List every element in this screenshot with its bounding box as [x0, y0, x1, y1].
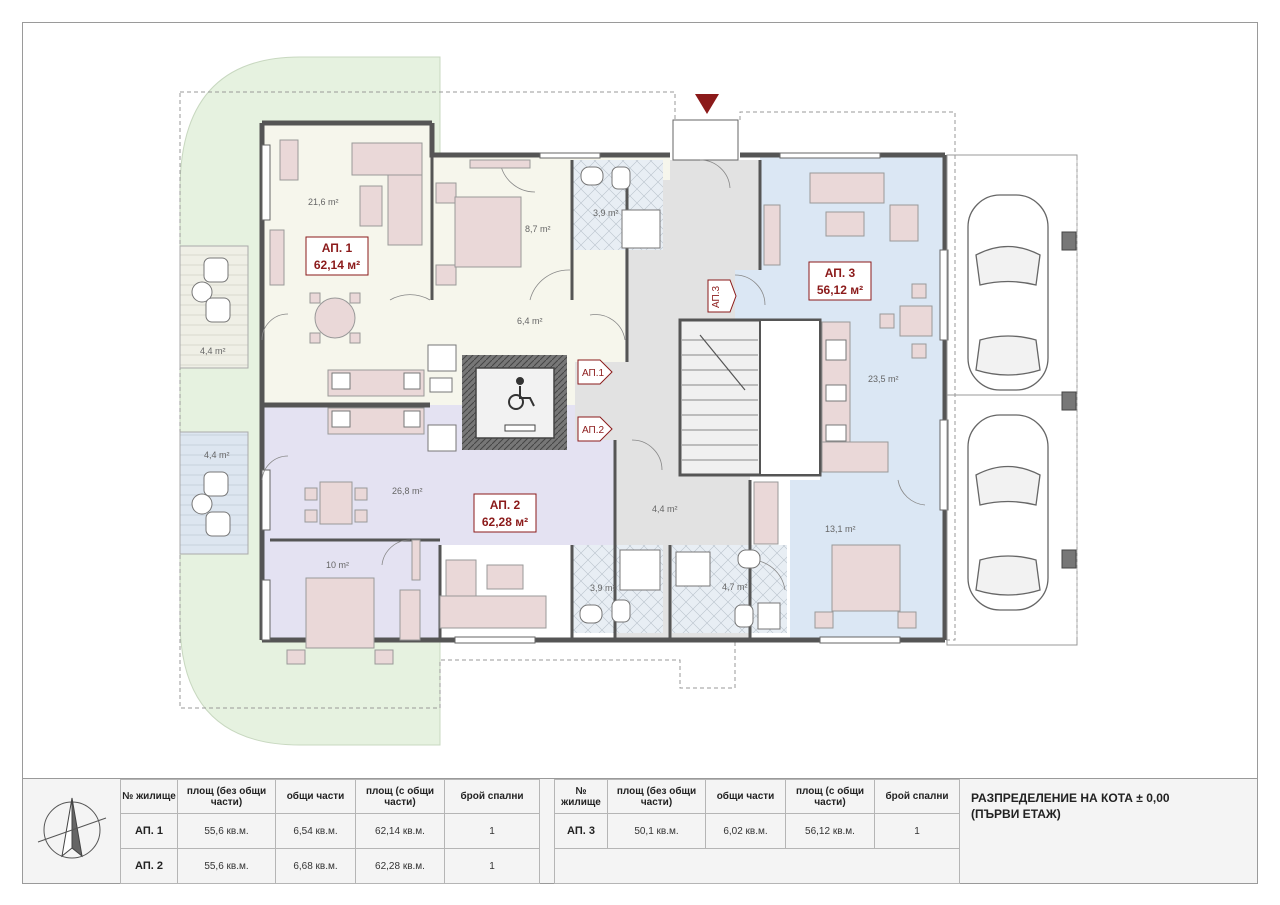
- north-arrow-icon: [37, 797, 107, 859]
- entry-marker-ap1: АП.1: [577, 359, 613, 385]
- ap1-name: АП. 1: [322, 241, 353, 255]
- room-area-ap3-bed: 13,1 m²: [825, 524, 856, 534]
- col-header: площ (с общи части): [785, 779, 875, 814]
- ap1-area: 62,14 м²: [314, 258, 360, 272]
- entry-label-ap3: АП.3: [711, 286, 722, 309]
- plan-title: РАЗПРЕДЕЛЕНИЕ НА КОТА ± 0,00 (ПЪРВИ ЕТАЖ…: [971, 790, 1241, 822]
- room-area-ap3-living: 23,5 m²: [868, 374, 899, 384]
- car-icon: [967, 194, 1049, 391]
- stair-steps: [682, 334, 758, 461]
- ap1-label: АП. 1 62,14 м²: [305, 236, 369, 276]
- room-area-ap2-bed: 10 m²: [326, 560, 349, 570]
- plan-title-line1: РАЗПРЕДЕЛЕНИЕ НА КОТА ± 0,00: [971, 791, 1170, 805]
- room-area-ap1-bath: 3,9 m²: [593, 208, 619, 218]
- floor-plan: 21,6 m² 8,7 m² 3,9 m² 6,4 m² 4,4 m² 4,4 …: [179, 56, 1078, 746]
- room-area-terrace-top: 4,4 m²: [200, 346, 226, 356]
- entrance-arrow-icon: [695, 94, 719, 114]
- table-row-empty: [554, 848, 960, 884]
- entry-label-ap1: АП.1: [582, 368, 605, 379]
- entry-label-ap2: АП.2: [582, 425, 605, 436]
- roof-outline: [179, 91, 956, 709]
- entrance-canopy: [672, 119, 739, 161]
- door-swings: [261, 159, 926, 591]
- col-header: брой спални: [874, 779, 960, 814]
- room-area-corridor: 4,4 m²: [652, 504, 678, 514]
- room-area-ap1-bed: 8,7 m²: [525, 224, 551, 234]
- entry-marker-ap2: АП.2: [577, 416, 613, 442]
- fixtures-ap3: [675, 339, 847, 630]
- room-labels: 21,6 m² 8,7 m² 3,9 m² 6,4 m² 4,4 m² 4,4 …: [200, 197, 899, 593]
- table-row: АП. 3 50,1 кв.м. 6,02 кв.м. 56,12 кв.м. …: [554, 813, 960, 849]
- furniture-ap3: [753, 172, 933, 629]
- col-header: площ (без общи части): [177, 779, 276, 814]
- room-area-ap2-living: 26,8 m²: [392, 486, 423, 496]
- plan-title-line2: (ПЪРВИ ЕТАЖ): [971, 807, 1061, 821]
- col-header: общи части: [705, 779, 786, 814]
- table-ap1-ap2: № жилище площ (без общи части) общи част…: [120, 779, 540, 884]
- entry-marker-ap3: АП.3: [707, 279, 737, 313]
- fixtures-ap1: [331, 166, 661, 393]
- room-area-terrace-bottom: 4,4 m²: [204, 450, 230, 460]
- fixtures-ap2: [331, 410, 661, 624]
- col-header: брой спални: [444, 779, 540, 814]
- ap2-name: АП. 2: [490, 498, 521, 512]
- furniture-ap1: [269, 139, 531, 397]
- ap3-label: АП. 3 56,12 м²: [808, 261, 872, 301]
- windows: [261, 144, 949, 644]
- stair-well: [759, 319, 821, 476]
- room-area-ap2-bath: 3,9 m²: [590, 583, 616, 593]
- col-header: общи части: [275, 779, 356, 814]
- ap2-area: 62,28 м²: [482, 515, 528, 529]
- table-row: АП. 1 55,6 кв.м. 6,54 кв.м. 62,14 кв.м. …: [120, 813, 540, 849]
- col-header: № жилище: [554, 779, 608, 814]
- col-header: площ (с общи части): [355, 779, 445, 814]
- table-row: АП. 2 55,6 кв.м. 6,68 кв.м. 62,28 кв.м. …: [120, 848, 540, 884]
- car-icon: [967, 414, 1049, 611]
- room-area-ap3-bath: 4,7 m²: [722, 582, 748, 592]
- terrace-chairs: [191, 257, 231, 537]
- wheelchair-icon: [508, 377, 535, 410]
- table-ap3: № жилище площ (без общи части) общи част…: [554, 779, 960, 884]
- ap3-area: 56,12 м²: [817, 283, 863, 297]
- elevator-door: [504, 424, 536, 432]
- room-area-ap1-living: 21,6 m²: [308, 197, 339, 207]
- ap3-name: АП. 3: [825, 266, 856, 280]
- ap2-label: АП. 2 62,28 м²: [473, 493, 537, 533]
- col-header: № жилище: [120, 779, 178, 814]
- col-header: площ (без общи части): [607, 779, 706, 814]
- room-area-ap1-hall: 6,4 m²: [517, 316, 543, 326]
- parking: [946, 154, 1078, 646]
